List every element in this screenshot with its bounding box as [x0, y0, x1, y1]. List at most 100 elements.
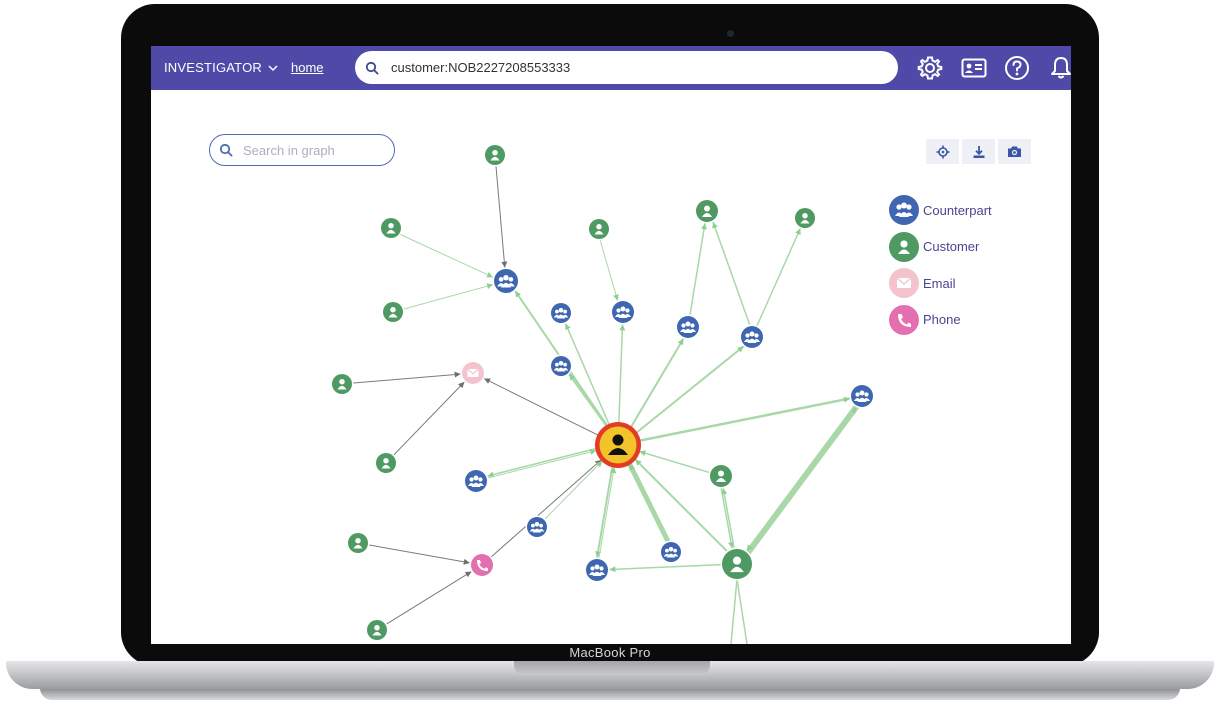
- graph-edge: [392, 381, 465, 457]
- customer-node[interactable]: [793, 206, 817, 230]
- graph-search-box[interactable]: [209, 134, 395, 166]
- customer-icon: [889, 231, 919, 262]
- chevron-down-icon: [268, 64, 278, 71]
- counterpart-node[interactable]: [659, 540, 683, 564]
- graph-edge: [598, 467, 617, 560]
- camera-icon[interactable]: [998, 139, 1031, 164]
- customer-node[interactable]: [374, 451, 398, 475]
- graph-edge: [609, 563, 723, 573]
- graph-edge: [385, 571, 472, 626]
- phone-node[interactable]: [469, 552, 495, 578]
- top-navbar: INVESTIGATOR home: [151, 46, 1071, 90]
- graph-edges: [351, 164, 859, 644]
- customer-node[interactable]: [381, 300, 405, 324]
- center-icon[interactable]: [926, 139, 959, 164]
- customer-node[interactable]: [346, 531, 370, 555]
- graph-edge: [351, 371, 461, 384]
- customer-node[interactable]: [330, 372, 354, 396]
- counterpart-node[interactable]: [463, 468, 489, 494]
- graph-edge: [730, 578, 738, 644]
- graph-edge: [634, 458, 729, 553]
- graph-edge: [595, 464, 614, 558]
- counterpart-node[interactable]: [739, 324, 765, 350]
- graph-edge: [568, 373, 609, 429]
- brand-label: INVESTIGATOR: [164, 60, 262, 75]
- counterpart-node[interactable]: [610, 299, 636, 325]
- customer-node[interactable]: [708, 463, 734, 489]
- main-search-input[interactable]: [389, 59, 863, 76]
- customer-node[interactable]: [365, 618, 389, 642]
- main-search-bar[interactable]: [355, 51, 898, 84]
- customer-node[interactable]: [587, 217, 611, 241]
- customer-node[interactable]: [720, 547, 754, 581]
- graph-toolbar: [926, 139, 1031, 164]
- graph-edge: [627, 462, 671, 545]
- graph-edge: [689, 223, 707, 317]
- legend-item-customer: Customer: [889, 231, 992, 263]
- phone-icon: [889, 304, 919, 335]
- graph-edge: [484, 378, 600, 437]
- counterpart-node[interactable]: [584, 557, 610, 583]
- counterpart-node[interactable]: [849, 383, 875, 409]
- email-icon: [889, 268, 919, 299]
- counterpart-node[interactable]: [549, 354, 573, 378]
- bell-icon[interactable]: [1047, 54, 1071, 82]
- search-icon: [219, 143, 233, 157]
- graph-edge: [487, 447, 598, 478]
- graph-edge: [634, 345, 745, 435]
- graph-edge: [565, 323, 611, 427]
- graph-edge: [746, 404, 857, 552]
- graph-edge: [543, 460, 603, 521]
- laptop-base-shadow: [40, 688, 1180, 700]
- graph-edge: [398, 233, 493, 278]
- model-label: MacBook Pro: [569, 645, 651, 660]
- home-link[interactable]: home: [291, 60, 324, 75]
- focused-customer-node[interactable]: [595, 422, 641, 468]
- legend-item-email: Email: [889, 267, 992, 299]
- graph-edge: [629, 338, 685, 429]
- graph-edge: [402, 283, 494, 310]
- graph-edge: [495, 164, 508, 268]
- counterpart-node[interactable]: [492, 267, 520, 295]
- graph-edge: [367, 544, 470, 565]
- customer-node[interactable]: [483, 143, 507, 167]
- graph-edge: [721, 488, 736, 550]
- camera-dot: [727, 30, 734, 37]
- gear-icon[interactable]: [916, 54, 944, 82]
- download-icon[interactable]: [962, 139, 995, 164]
- graph-edge: [599, 238, 619, 301]
- legend-label: Email: [923, 275, 956, 291]
- graph-edge: [489, 459, 602, 559]
- investigator-menu[interactable]: INVESTIGATOR: [164, 60, 278, 75]
- help-icon[interactable]: [1003, 54, 1031, 82]
- legend-label: Counterpart: [923, 202, 992, 218]
- graph-edge: [637, 396, 851, 443]
- counterpart-node[interactable]: [675, 314, 701, 340]
- email-node[interactable]: [460, 360, 486, 386]
- bezel-bottom: [151, 644, 1071, 666]
- counterpart-icon: [889, 195, 919, 225]
- legend-label: Phone: [923, 312, 961, 328]
- counterpart-node[interactable]: [525, 515, 549, 539]
- laptop-notch: [514, 661, 710, 675]
- search-icon: [365, 61, 379, 75]
- graph-edge: [720, 486, 734, 549]
- graph-edge: [486, 449, 597, 479]
- network-graph[interactable]: [151, 46, 1071, 644]
- graph-edge: [712, 221, 751, 327]
- graph-legend: Counterpart Customer Email Phone: [889, 194, 992, 340]
- id-card-icon[interactable]: [960, 54, 988, 82]
- legend-item-phone: Phone: [889, 304, 992, 336]
- customer-node[interactable]: [694, 198, 720, 224]
- graph-search-input[interactable]: [241, 141, 385, 159]
- graph-edge: [744, 404, 859, 557]
- legend-item-counterpart: Counterpart: [889, 194, 992, 226]
- graph-nodes: [330, 143, 875, 642]
- counterpart-node[interactable]: [549, 301, 573, 325]
- customer-node[interactable]: [379, 216, 403, 240]
- graph-edge: [639, 450, 712, 474]
- legend-label: Customer: [923, 239, 980, 255]
- graph-edge: [736, 578, 748, 644]
- graph-edge: [618, 324, 626, 425]
- app-screen: INVESTIGATOR home: [151, 46, 1071, 644]
